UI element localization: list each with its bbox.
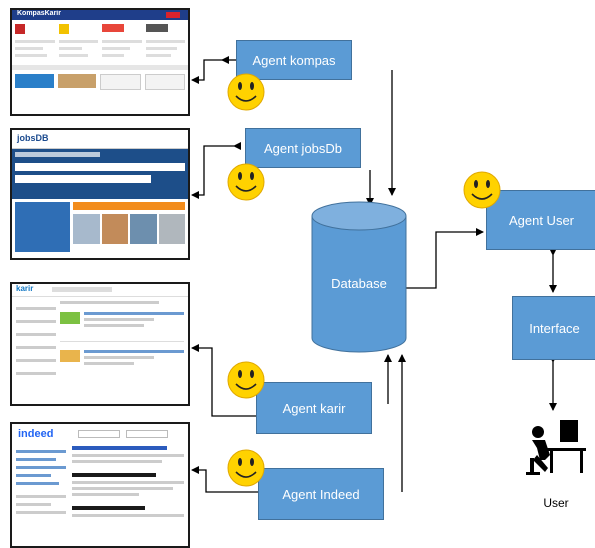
jobsdb-logo: jobsDB bbox=[17, 133, 49, 143]
database-label: Database bbox=[331, 276, 387, 291]
smiley-kompas-icon bbox=[227, 73, 265, 111]
jobsdb-screenshot: jobsDB bbox=[10, 128, 190, 260]
agent-karir-box: Agent karir bbox=[256, 382, 372, 434]
smiley-indeed-icon bbox=[227, 449, 265, 487]
indeed-screenshot: indeed bbox=[10, 422, 190, 548]
arrow-database-agentuser bbox=[399, 228, 484, 292]
arrow-indeed-screenshot bbox=[191, 466, 265, 496]
smiley-karir-icon bbox=[227, 361, 265, 399]
user-at-computer-icon bbox=[526, 420, 586, 475]
agent-indeed-box: Agent Indeed bbox=[258, 468, 384, 520]
arrow-jobsdb-screenshot bbox=[191, 142, 241, 199]
indeed-logo: indeed bbox=[18, 428, 54, 440]
smiley-jobsdb-icon bbox=[227, 163, 265, 201]
arrow-kompas-screenshot bbox=[191, 56, 229, 84]
database-cylinder bbox=[311, 201, 407, 353]
agent-user-label: Agent User bbox=[508, 212, 575, 228]
agent-kompas-label: Agent kompas bbox=[252, 52, 336, 68]
smiley-agent-user-icon bbox=[463, 171, 501, 209]
kompas-logo: KompasKarir bbox=[17, 10, 61, 17]
karir-logo: karir bbox=[16, 284, 34, 293]
agent-karir-label: Agent karir bbox=[282, 400, 346, 416]
agent-jobsdb-label: Agent jobsDb bbox=[263, 140, 343, 156]
interface-label: Interface bbox=[529, 320, 580, 336]
agent-user-box: Agent User bbox=[486, 190, 595, 250]
agent-jobsdb-box: Agent jobsDb bbox=[245, 128, 361, 168]
agent-kompas-box: Agent kompas bbox=[236, 40, 352, 80]
user-label: User bbox=[543, 496, 569, 510]
interface-box: Interface bbox=[512, 296, 595, 360]
kompas-screenshot: KompasKarir bbox=[10, 8, 190, 116]
agent-indeed-label: Agent Indeed bbox=[282, 486, 360, 502]
arrow-karir-screenshot bbox=[191, 344, 263, 420]
karir-screenshot: karir bbox=[10, 282, 190, 406]
